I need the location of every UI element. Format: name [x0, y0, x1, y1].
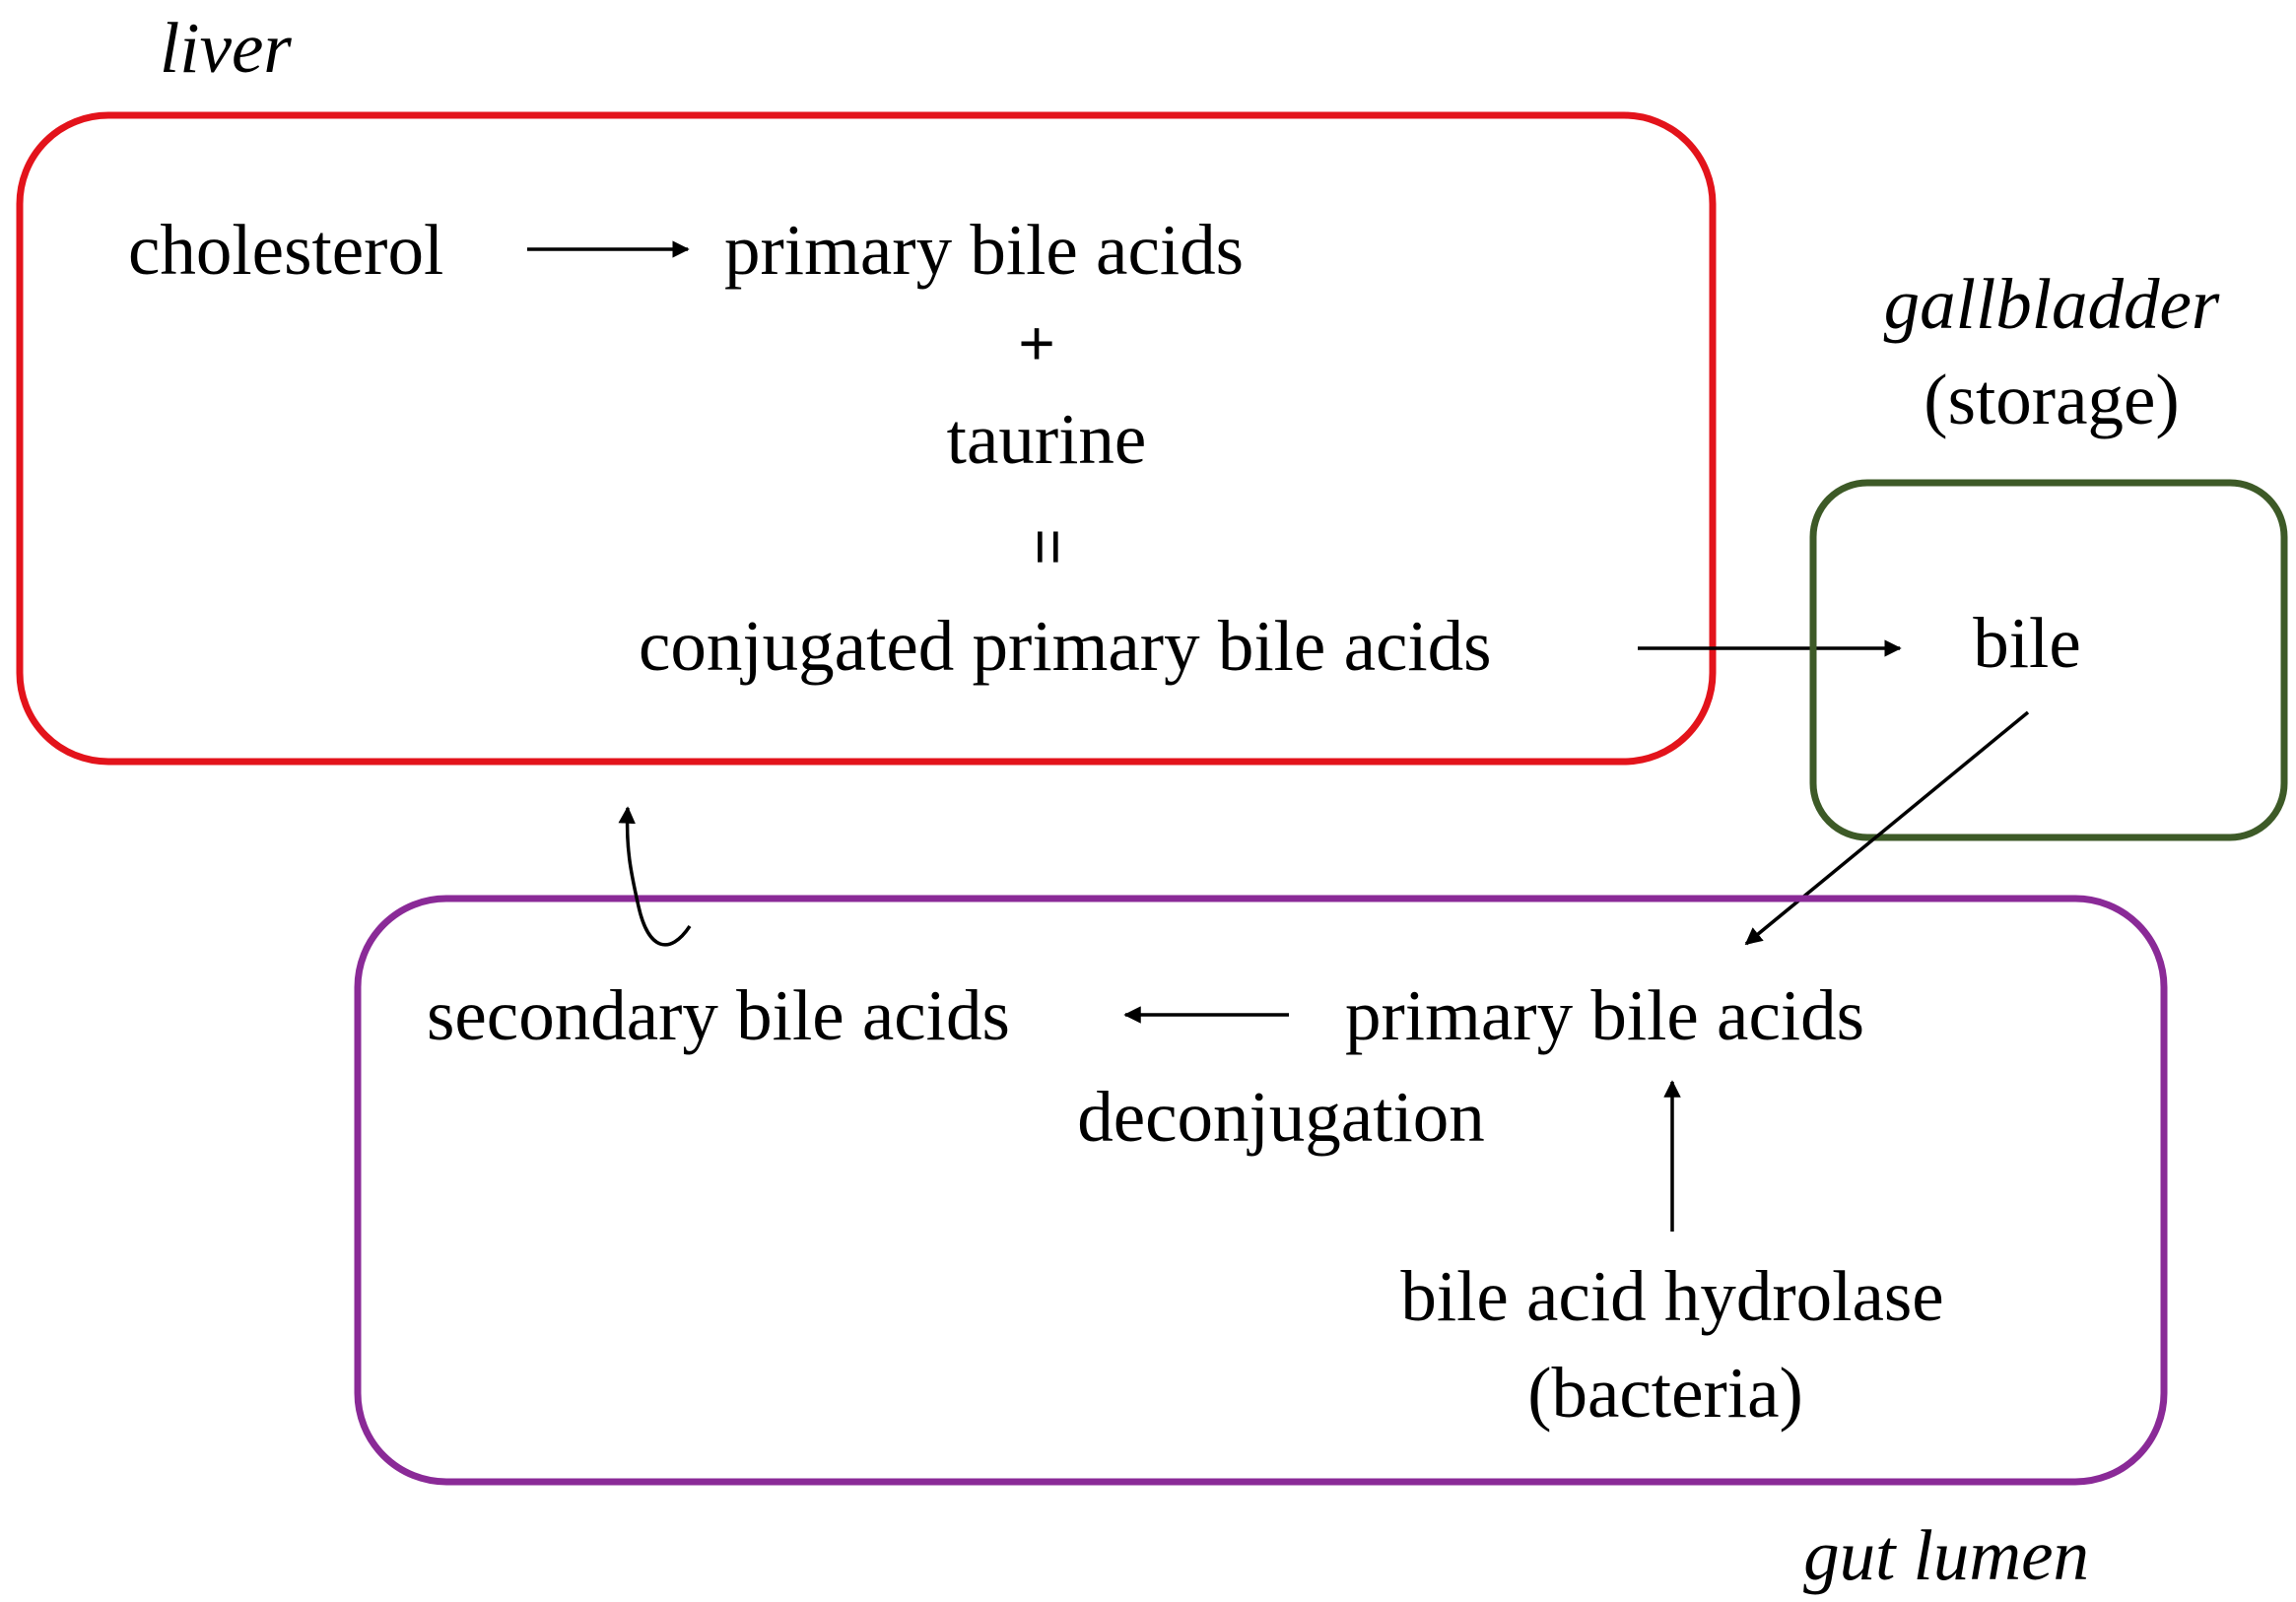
primary-bile-acids-liver-label: primary bile acids — [724, 210, 1244, 290]
gallbladder-box — [1809, 479, 2288, 841]
liver-box — [16, 111, 1717, 766]
deconjugation-label: deconjugation — [1077, 1077, 1485, 1157]
storage-label: (storage) — [1924, 360, 2179, 439]
taurine-label: taurine — [947, 399, 1147, 479]
bile-to-gut-arrow — [1744, 710, 2030, 946]
gut-lumen-box — [354, 895, 2168, 1486]
equals-symbol: = — [1013, 528, 1084, 565]
conjugated-primary-bile-acids-label: conjugated primary bile acids — [639, 606, 1492, 686]
bile-label: bile — [1973, 603, 2080, 683]
gut-lumen-label: gut lumen — [1803, 1515, 2089, 1595]
gallbladder-label: gallbladder — [1884, 264, 2220, 344]
cholesterol-label: cholesterol — [128, 210, 443, 290]
plus-symbol: + — [1018, 307, 1054, 378]
secondary-to-liver-return-arrow — [618, 806, 692, 947]
bile-acid-hydrolase-label: bile acid hydrolase — [1400, 1256, 1943, 1336]
bacteria-label: (bacteria) — [1527, 1353, 1803, 1433]
secondary-bile-acids-label: secondary bile acids — [427, 975, 1010, 1055]
primary-bile-acids-gut-label: primary bile acids — [1345, 975, 1864, 1055]
liver-label: liver — [160, 8, 292, 88]
